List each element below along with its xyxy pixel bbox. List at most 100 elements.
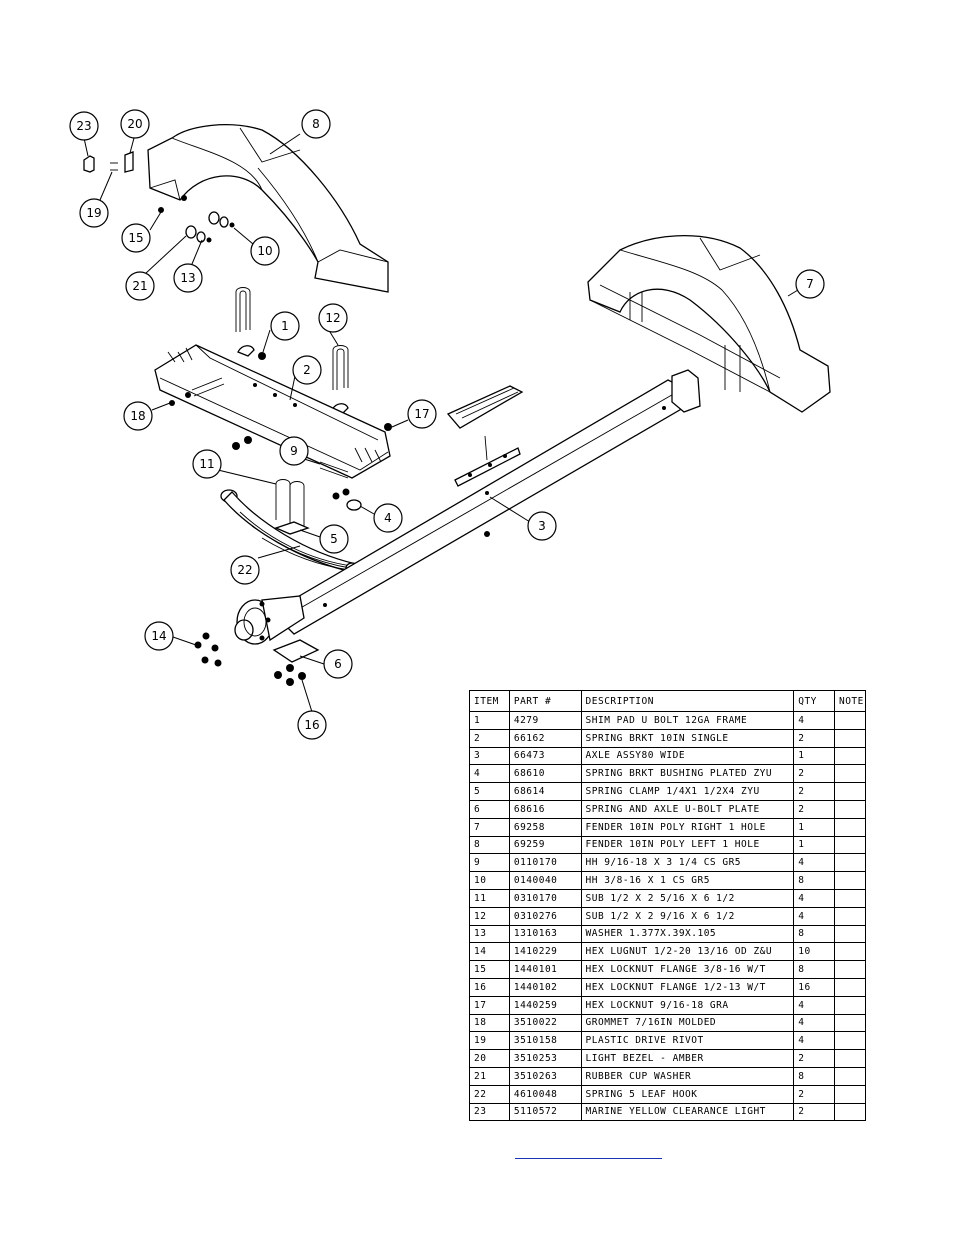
bom-cell-part: 5110572 — [508, 1102, 582, 1122]
bom-cell-note — [833, 888, 867, 908]
bom-cell-part: 0310170 — [508, 888, 582, 908]
callout-2-label: 2 — [303, 363, 311, 377]
bom-cell-note — [833, 782, 867, 801]
bom-cell-item: 21 — [469, 1066, 510, 1086]
bom-cell-qty: 4 — [793, 1031, 835, 1051]
bom-cell-note — [833, 995, 867, 1015]
bom-cell-item: 20 — [469, 1049, 510, 1068]
callout-7[interactable]: 7 — [795, 269, 825, 299]
bom-cell-part: 66162 — [508, 728, 582, 748]
callout-8[interactable]: 8 — [301, 109, 331, 139]
callout-2[interactable]: 2 — [292, 355, 322, 385]
callout-12[interactable]: 12 — [318, 303, 348, 333]
callout-11[interactable]: 11 — [192, 449, 222, 479]
callout-9-label: 9 — [290, 444, 298, 458]
bom-cell-part: 3510022 — [508, 1013, 582, 1033]
axle-hub — [234, 595, 305, 645]
bom-cell-item: 19 — [469, 1031, 510, 1051]
callout-5-label: 5 — [330, 532, 338, 546]
callout-17[interactable]: 17 — [407, 399, 437, 429]
bom-cell-note — [833, 1066, 867, 1086]
bom-cell-note — [833, 977, 867, 997]
bom-cell-description: HEX LOCKNUT 9/16-18 GRA — [580, 995, 795, 1015]
bom-cell-note — [833, 871, 867, 890]
callout-21-label: 21 — [132, 279, 147, 293]
callout-4[interactable]: 4 — [373, 503, 403, 533]
bom-cell-qty: 8 — [793, 1066, 835, 1086]
callout-6[interactable]: 6 — [323, 649, 353, 679]
callout-8-label: 8 — [312, 117, 320, 131]
axle — [270, 369, 701, 635]
right-fender — [587, 235, 831, 413]
callout-10[interactable]: 10 — [250, 236, 280, 266]
bom-cell-item: 3 — [469, 746, 510, 766]
callout-16[interactable]: 16 — [297, 710, 327, 740]
callout-17-label: 17 — [414, 407, 429, 421]
callout-1[interactable]: 1 — [270, 311, 300, 341]
bom-cell-note — [833, 746, 867, 766]
callout-19[interactable]: 19 — [79, 198, 109, 228]
callout-14-label: 14 — [151, 629, 166, 643]
bom-cell-qty: 2 — [793, 799, 835, 819]
callout-9[interactable]: 9 — [279, 436, 309, 466]
bom-cell-description: HH 9/16-18 X 3 1/4 CS GR5 — [580, 853, 795, 873]
bom-header-item: ITEM — [469, 690, 510, 712]
bom-cell-description: SUB 1/2 X 2 5/16 X 6 1/2 — [580, 888, 795, 908]
callout-18[interactable]: 18 — [123, 401, 153, 431]
bom-cell-part: 68616 — [508, 799, 582, 819]
callout-15-label: 15 — [128, 231, 143, 245]
bom-cell-note — [833, 906, 867, 926]
callout-20[interactable]: 20 — [120, 109, 150, 139]
bom-cell-qty: 4 — [793, 853, 835, 873]
callout-14[interactable]: 14 — [144, 621, 174, 651]
callout-4-label: 4 — [384, 511, 392, 525]
bom-cell-note — [833, 960, 867, 979]
callout-3[interactable]: 3 — [527, 511, 557, 541]
bom-cell-part: 1440102 — [508, 977, 582, 997]
bom-cell-item: 12 — [469, 906, 510, 926]
bom-cell-note — [833, 711, 867, 730]
bom-cell-qty: 4 — [793, 906, 835, 926]
callout-13[interactable]: 13 — [173, 263, 203, 293]
bom-header-description: DESCRIPTION — [580, 690, 795, 712]
callout-5[interactable]: 5 — [319, 524, 349, 554]
callout-23[interactable]: 23 — [69, 111, 99, 141]
bom-cell-qty: 2 — [793, 764, 835, 784]
bom-header-qty: QTY — [793, 690, 835, 712]
bom-cell-item: 10 — [469, 871, 510, 890]
bom-cell-qty: 1 — [793, 817, 835, 837]
bom-cell-item: 15 — [469, 960, 510, 979]
bom-header-note: NOTE — [833, 690, 867, 712]
bom-cell-part: 0310276 — [508, 906, 582, 926]
bom-cell-note — [833, 1102, 867, 1122]
bom-cell-note — [833, 1049, 867, 1068]
bom-cell-description: HH 3/8-16 X 1 CS GR5 — [580, 871, 795, 890]
bom-cell-item: 6 — [469, 799, 510, 819]
bom-header-part: PART # — [508, 690, 582, 712]
bom-cell-note — [833, 835, 867, 855]
callout-15[interactable]: 15 — [121, 223, 151, 253]
callout-19-label: 19 — [86, 206, 101, 220]
callout-22[interactable]: 22 — [230, 555, 260, 585]
bom-cell-description: SUB 1/2 X 2 9/16 X 6 1/2 — [580, 906, 795, 926]
callout-20-label: 20 — [127, 117, 142, 131]
callout-10-label: 10 — [257, 244, 272, 258]
bom-cell-item: 22 — [469, 1084, 510, 1104]
bom-cell-qty: 2 — [793, 782, 835, 801]
callout-21[interactable]: 21 — [125, 271, 155, 301]
hyperlink-underline[interactable] — [515, 1158, 662, 1159]
bom-cell-qty: 4 — [793, 995, 835, 1015]
